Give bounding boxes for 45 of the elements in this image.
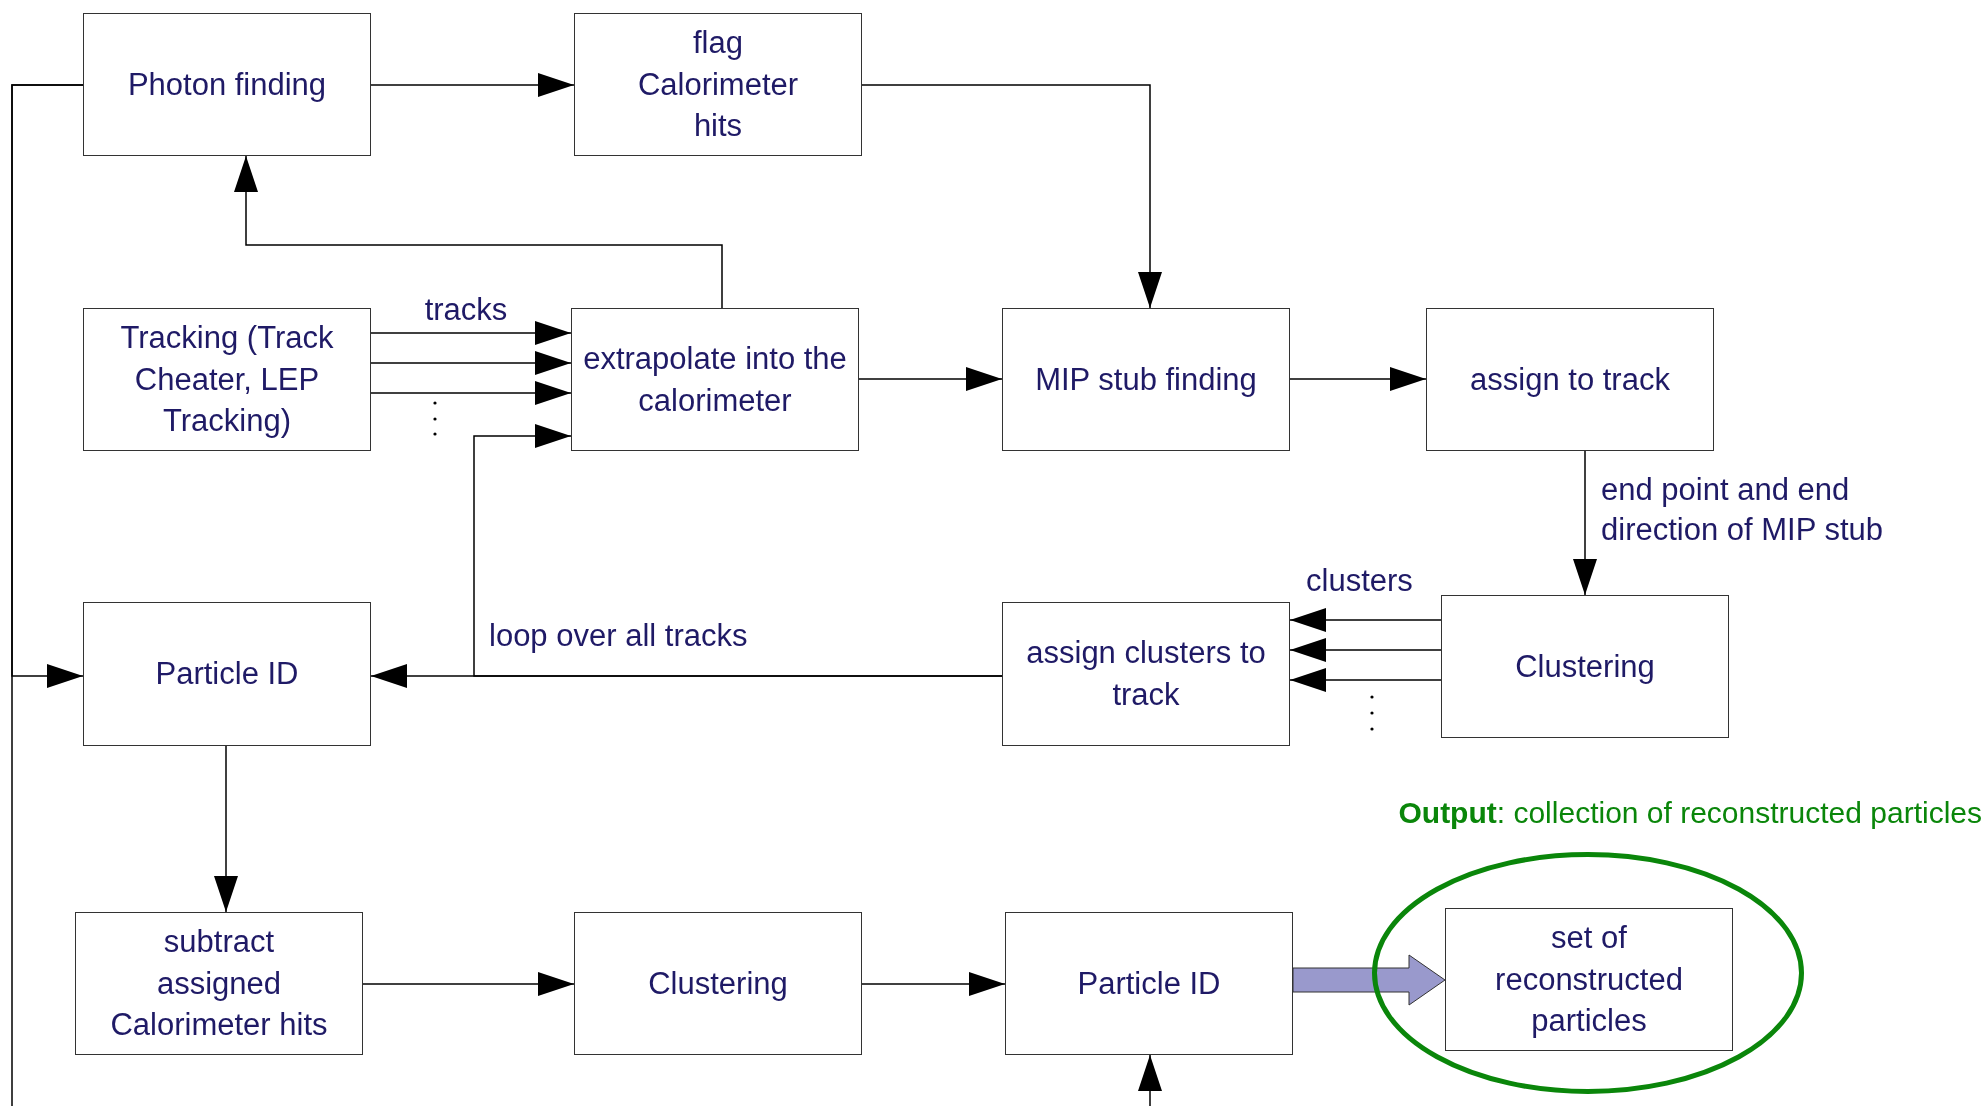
process-box xyxy=(83,602,371,746)
output-note: Output: collection of reconstructed particles xyxy=(1398,796,1982,830)
arrow xyxy=(1289,367,1427,391)
process-box xyxy=(1002,602,1290,746)
arrow xyxy=(473,424,1003,677)
arrow xyxy=(1289,638,1442,662)
box-label: subtract assigned Calorimeter hits xyxy=(109,922,329,1045)
process-box xyxy=(571,308,859,451)
arrow xyxy=(861,84,1162,309)
box-label: Photon finding xyxy=(126,65,328,104)
process-box xyxy=(1002,308,1290,451)
arrow xyxy=(861,972,1006,996)
box-label: extrapolate into the calorimeter xyxy=(582,339,848,420)
process-box xyxy=(1441,595,1729,738)
process-box xyxy=(83,308,371,451)
process-box xyxy=(1426,308,1714,451)
box-label: Clustering xyxy=(1514,647,1656,686)
process-box xyxy=(83,13,371,156)
arrow xyxy=(1289,608,1442,632)
process-box xyxy=(574,13,862,156)
arrow xyxy=(234,155,723,309)
arrow xyxy=(370,381,572,405)
arrow xyxy=(214,745,238,913)
box-label: set of reconstructed particles xyxy=(1494,918,1684,1041)
box-label: Particle ID xyxy=(1076,964,1222,1003)
arrow xyxy=(370,351,572,375)
box-label: Particle ID xyxy=(154,655,300,694)
process-box xyxy=(1445,908,1733,1051)
process-box xyxy=(574,912,862,1055)
block-arrow xyxy=(1292,954,1446,1006)
arrow xyxy=(1138,1054,1162,1106)
arrow xyxy=(1289,668,1442,692)
box-label: Tracking (Track Cheater, LEP Tracking) xyxy=(119,318,335,441)
arrow xyxy=(370,73,575,97)
process-box xyxy=(75,912,363,1055)
arrow xyxy=(362,972,575,996)
box-label: MIP stub finding xyxy=(1034,360,1258,399)
box-label: assign to track xyxy=(1469,360,1671,399)
box-label: assign clusters to track xyxy=(1025,634,1267,714)
arrow xyxy=(370,321,572,345)
box-label: flag Calorimeter hits xyxy=(636,23,800,146)
arrow xyxy=(1573,450,1597,596)
arrow xyxy=(858,367,1003,391)
process-box xyxy=(1005,912,1293,1055)
box-label: Clustering xyxy=(647,964,789,1003)
